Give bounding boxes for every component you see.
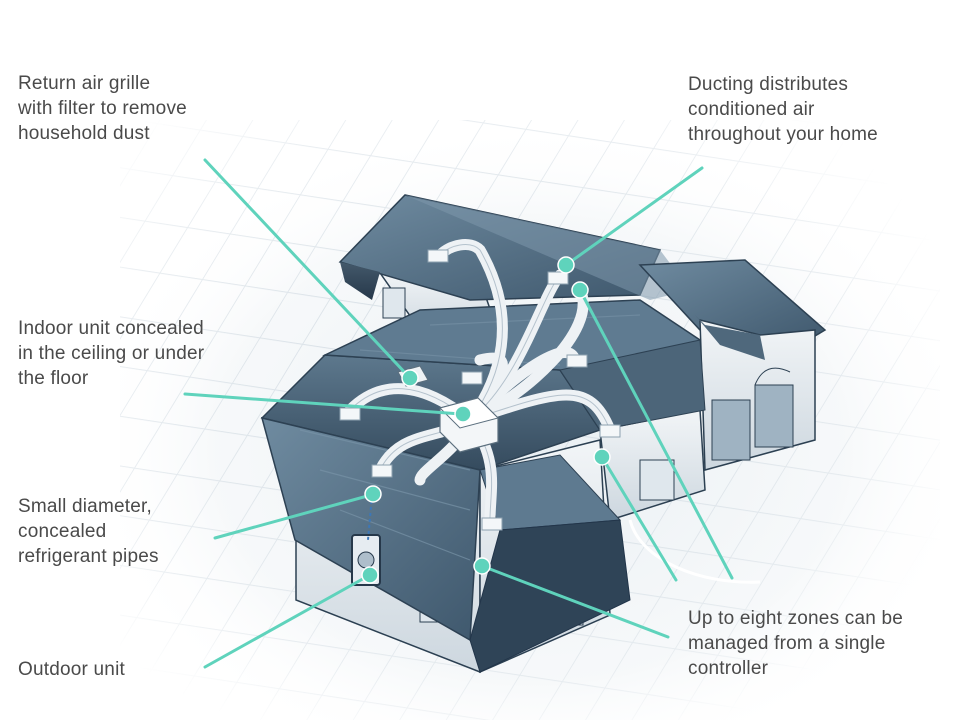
callout-line: refrigerant pipes [18, 546, 159, 567]
callout-line: household dust [18, 123, 150, 144]
dot-ducting [557, 256, 575, 274]
callout-line: Small diameter, [18, 496, 152, 517]
house-back-wing [338, 194, 690, 339]
callout-return-air: Return air grille with filter to remove … [18, 71, 187, 146]
callout-pipes: Small diameter, concealed refrigerant pi… [18, 494, 159, 569]
callout-outdoor-unit: Outdoor unit [18, 657, 125, 682]
callout-line: conditioned air [688, 99, 815, 120]
callout-line: throughout your home [688, 124, 878, 145]
callout-line: Outdoor unit [18, 659, 125, 680]
callout-line: the floor [18, 368, 89, 389]
leader-return-air [203, 158, 412, 380]
dot-pipes [364, 485, 382, 503]
callout-line: Ducting distributes [688, 74, 849, 95]
callout-line: Indoor unit concealed [18, 318, 204, 339]
dot-zone-b [593, 448, 611, 466]
dot-zone-c [571, 281, 589, 299]
leader-zone-c [578, 288, 734, 580]
callout-line: Return air grille [18, 73, 151, 94]
leader-lines [183, 158, 734, 669]
leader-pipes [213, 493, 373, 540]
callout-line: concealed [18, 521, 107, 542]
house-right-wing [638, 259, 827, 471]
leader-outdoor-unit [203, 574, 370, 669]
dot-outdoor-unit [361, 566, 379, 584]
callout-line: with filter to remove [18, 98, 187, 119]
leader-indoor-unit [183, 392, 463, 416]
outlet-grilles [339, 249, 621, 531]
leader-zone-a [480, 564, 670, 639]
callout-zones: Up to eight zones can be managed from a … [688, 606, 903, 681]
leader-dots [361, 256, 611, 584]
dot-zone-a [473, 557, 491, 575]
leader-ducting [564, 166, 704, 267]
dot-return-air [401, 369, 419, 387]
callout-line: managed from a single [688, 633, 886, 654]
callout-ducting: Ducting distributes conditioned air thro… [688, 72, 878, 147]
callout-indoor-unit: Indoor unit concealed in the ceiling or … [18, 316, 204, 391]
leader-zone-b [600, 455, 678, 582]
callout-line: in the ceiling or under [18, 343, 205, 364]
callout-line: controller [688, 658, 769, 679]
callout-line: Up to eight zones can be [688, 608, 903, 629]
floor-arc [628, 519, 761, 584]
dot-indoor-unit [454, 405, 472, 423]
